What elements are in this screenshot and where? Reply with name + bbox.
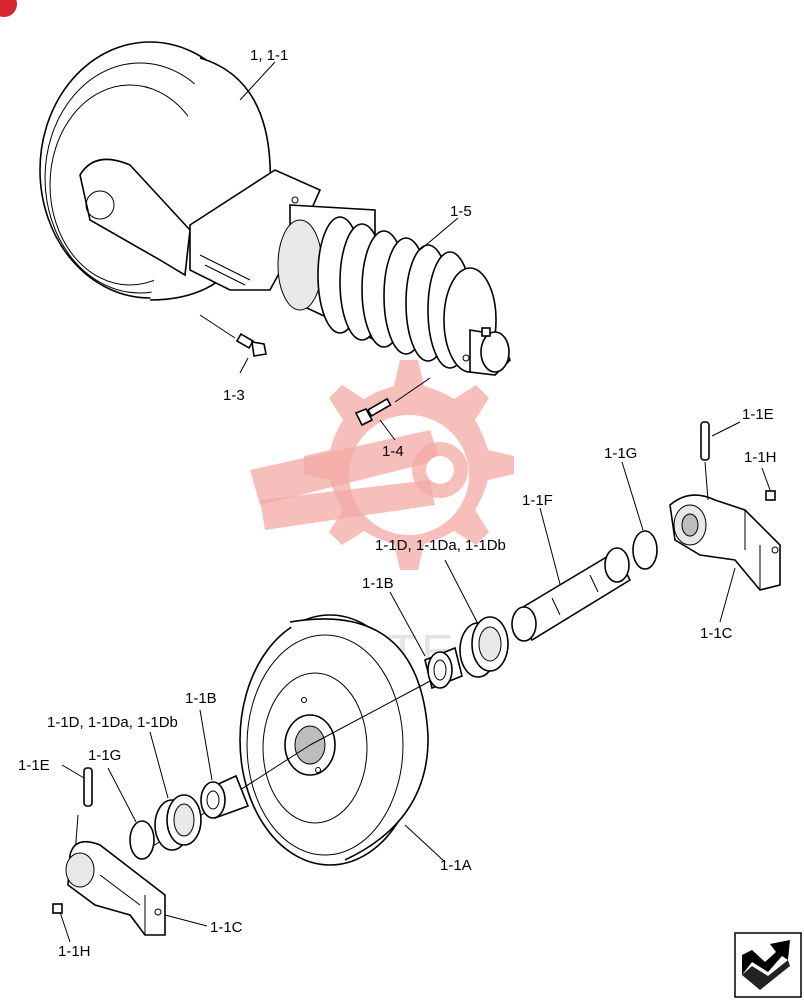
label-shaft: 1-1F [522,492,553,509]
label-assembly: 1, 1-1 [250,47,288,64]
next-page-arrow-icon[interactable] [734,932,802,998]
idler-wheel-1-1a [239,614,429,866]
label-pin-bottom: 1-1E [18,757,50,774]
label-bushing-bottom: 1-1B [185,690,217,707]
label-plug-bottom: 1-1H [58,943,91,960]
oring-bottom [129,820,155,860]
plug-bottom [52,903,63,914]
label-seal-top: 1-1D, 1-1Da, 1-1Db [375,537,506,554]
bracket-top [669,494,781,591]
bolt-1-3 [199,314,267,357]
plug-top [765,490,776,501]
label-bushing-top: 1-1B [362,575,394,592]
leader-lines [59,61,771,943]
idler-assembly-drawing [39,41,511,376]
seal-top [459,616,509,678]
corner-badge [0,0,17,17]
bracket-bottom [65,840,166,936]
label-bracket-bottom: 1-1C [210,919,243,936]
label-pin-top: 1-1E [742,406,774,423]
shaft-1-1f [511,547,632,642]
bolt-1-4 [354,377,431,427]
oring-top [632,530,658,570]
bushing-bottom [200,774,250,820]
label-bracket-top: 1-1C [700,625,733,642]
pin-top [700,421,710,501]
label-bolt-short: 1-3 [223,387,245,404]
label-oring-bottom: 1-1G [88,747,121,764]
label-idler: 1-1A [440,857,472,874]
label-bellows: 1-5 [450,203,472,220]
label-bolt-long: 1-4 [382,443,404,460]
bushing-top [424,646,463,690]
label-oring-top: 1-1G [604,445,637,462]
label-plug-top: 1-1H [744,449,777,466]
seal-bottom [154,794,202,851]
label-seal-bottom: 1-1D, 1-1Da, 1-1Db [47,714,178,731]
